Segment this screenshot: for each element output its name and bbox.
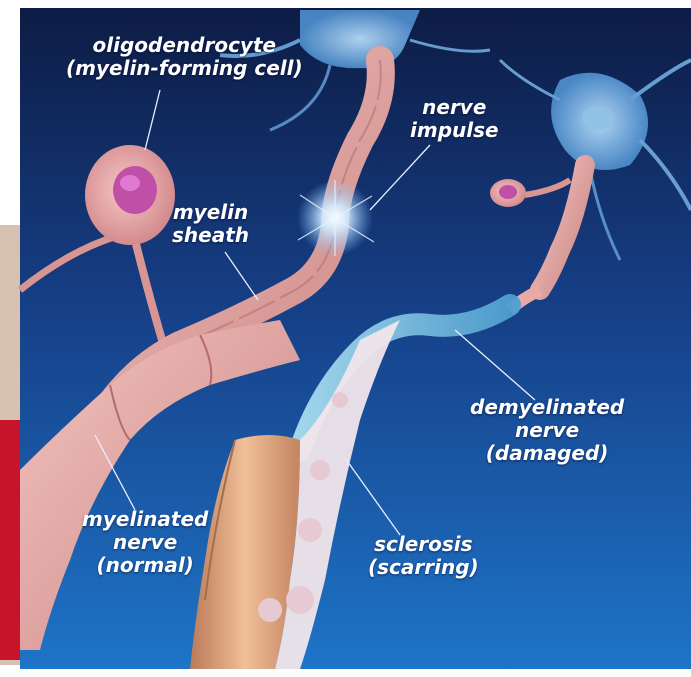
label-demyelinated-line3: (damaged) [470, 442, 624, 465]
label-myelinated-line2: nerve [82, 531, 208, 554]
label-myelin-sheath-line2: sheath [172, 224, 249, 247]
label-myelinated-nerve: myelinated nerve (normal) [82, 508, 208, 577]
label-sclerosis-line2: (scarring) [368, 556, 479, 579]
label-myelinated-line1: myelinated [82, 508, 208, 531]
label-oligodendrocyte-line1: oligodendrocyte [66, 34, 303, 57]
label-nerve-impulse: nerve impulse [410, 96, 499, 142]
label-demyelinated-line1: demyelinated [470, 396, 624, 419]
label-nerve-impulse-line1: nerve [410, 96, 499, 119]
label-demyelinated-nerve: demyelinated nerve (damaged) [470, 396, 624, 465]
label-sclerosis-line1: sclerosis [368, 533, 479, 556]
label-myelin-sheath-line1: myelin [172, 201, 249, 224]
label-sclerosis: sclerosis (scarring) [368, 533, 479, 579]
label-myelinated-line3: (normal) [82, 554, 208, 577]
label-oligodendrocyte: oligodendrocyte (myelin-forming cell) [66, 34, 303, 80]
label-demyelinated-line2: nerve [470, 419, 624, 442]
label-myelin-sheath: myelin sheath [172, 201, 249, 247]
label-oligodendrocyte-line2: (myelin-forming cell) [66, 57, 303, 80]
label-nerve-impulse-line2: impulse [410, 119, 499, 142]
